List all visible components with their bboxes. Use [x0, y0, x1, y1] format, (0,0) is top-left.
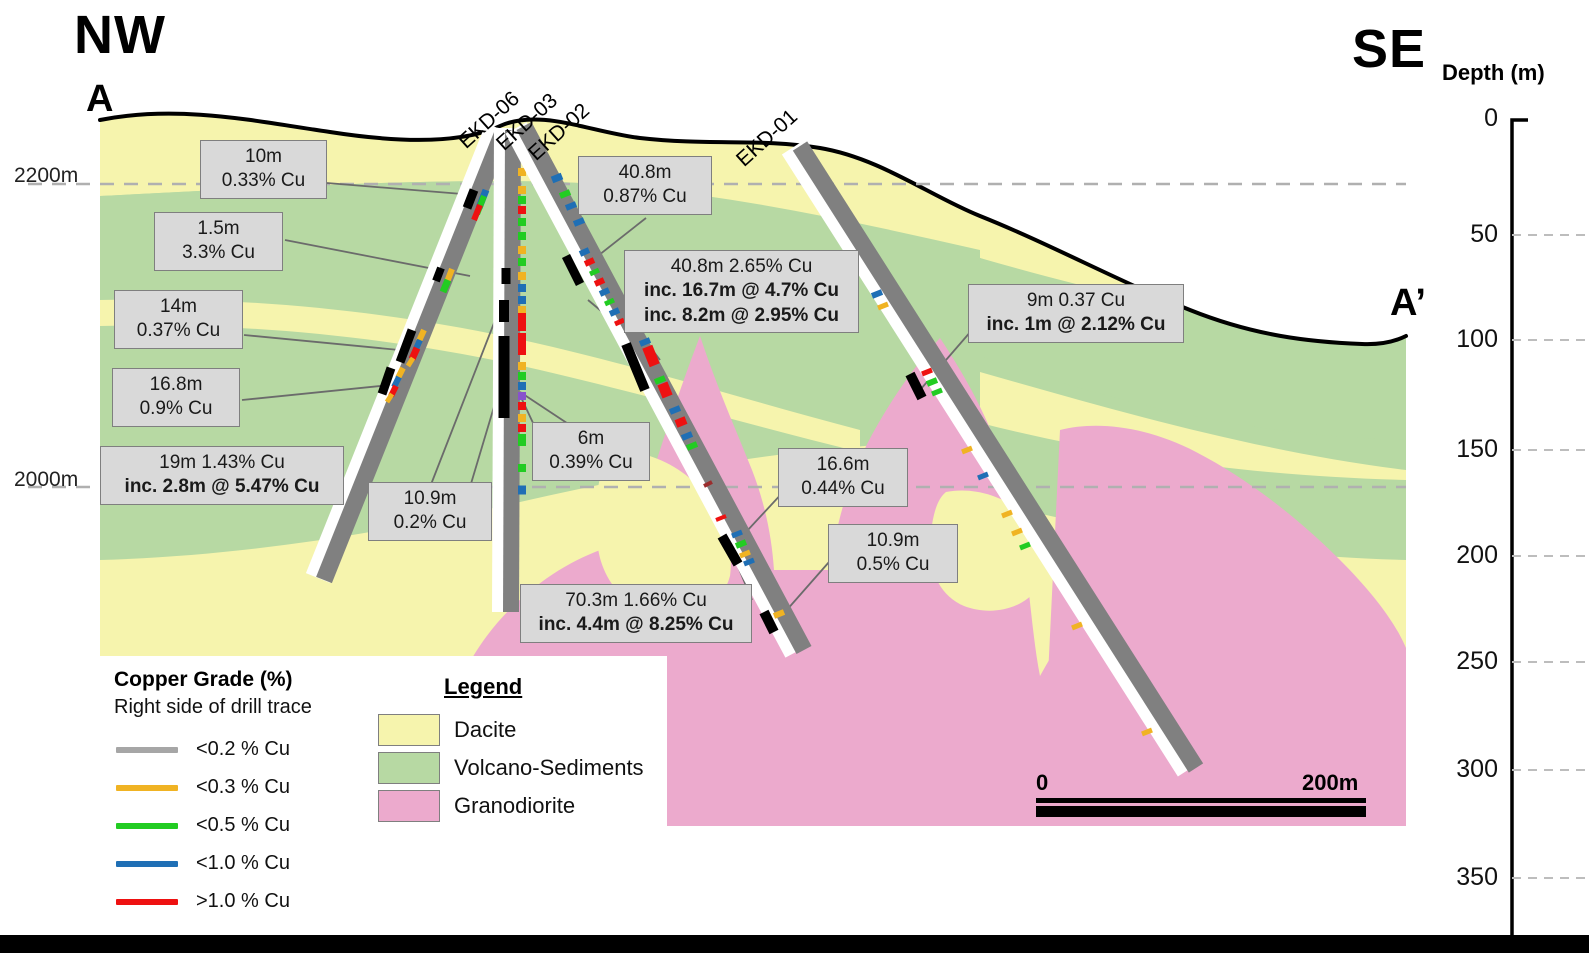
callout-40-8m-b-line2: inc. 16.7m @ 4.7% Cu — [644, 280, 839, 302]
callout-40-8m-b[interactable]: 40.8m 2.65% Cu inc. 16.7m @ 4.7% Cu inc.… — [624, 250, 859, 333]
callout-16-6m-line1: 16.6m — [816, 454, 870, 475]
callout-40-8m-a-line2: 0.87% Cu — [603, 186, 687, 208]
grade-label-gt10: >1.0 % Cu — [196, 890, 290, 912]
dacite-swatch-icon — [378, 714, 440, 746]
depth-tick-250: 250 — [1456, 647, 1498, 675]
callout-16-6m-line2: 0.44% Cu — [801, 478, 885, 500]
scale-bar-end-label: 200m — [1302, 770, 1359, 795]
callout-70-3m-line1: 70.3m 1.66% Cu — [565, 590, 707, 611]
callout-16-6m[interactable]: 16.6m 0.44% Cu — [778, 448, 908, 507]
volcano-sediments-swatch-icon — [378, 752, 440, 784]
grade-swatch-gt10-icon — [116, 898, 178, 905]
section-end-label: A’ — [1390, 282, 1426, 324]
callout-10m-line1: 10m — [245, 146, 282, 167]
callout-10m-line2: 0.33% Cu — [221, 170, 306, 192]
callout-14m-line1: 14m — [160, 296, 197, 317]
callout-1-5m-line2: 3.3% Cu — [182, 242, 255, 264]
grade-legend-row-0: <0.2 % Cu — [116, 738, 290, 761]
grade-label-lt03: <0.3 % Cu — [196, 776, 290, 798]
callout-10-9m-b-line1: 10.9m — [866, 530, 920, 551]
lithology-legend-row-dacite: Dacite — [378, 714, 516, 746]
lithology-label-dacite: Dacite — [454, 717, 517, 742]
depth-tick-50: 50 — [1470, 220, 1498, 248]
grade-label-lt02: <0.2 % Cu — [196, 738, 290, 760]
callout-9m-line1: 9m 0.37 Cu — [1026, 290, 1126, 311]
grade-legend-row-1: <0.3 % Cu — [116, 776, 290, 799]
elevation-label-2000: 2000m — [14, 468, 79, 491]
callout-10-9m-a[interactable]: 10.9m 0.2% Cu — [368, 482, 492, 541]
grade-swatch-lt02-icon — [116, 746, 178, 753]
callout-10m[interactable]: 10m 0.33% Cu — [200, 140, 327, 199]
grade-swatch-lt10-icon — [116, 860, 178, 867]
callout-6m-line1: 6m — [577, 428, 605, 449]
depth-tick-100: 100 — [1456, 325, 1498, 353]
callout-70-3m-line2: inc. 4.4m @ 8.25% Cu — [538, 614, 734, 636]
callout-19m-line1: 19m 1.43% Cu — [159, 452, 285, 473]
callout-40-8m-a-line1: 40.8m — [618, 162, 672, 183]
callout-19m[interactable]: 19m 1.43% Cu inc. 2.8m @ 5.47% Cu — [100, 446, 344, 505]
se-direction-label: SE — [1352, 19, 1427, 79]
grade-swatch-lt05-icon — [116, 822, 178, 829]
dacite-pocket-central — [595, 451, 731, 619]
grade-label-lt10: <1.0 % Cu — [196, 852, 290, 874]
grade-legend-title: Copper Grade (%) — [114, 668, 293, 691]
callout-1-5m[interactable]: 1.5m 3.3% Cu — [154, 212, 283, 271]
nw-direction-label: NW — [74, 5, 166, 65]
grade-legend-row-4: >1.0 % Cu — [116, 890, 290, 913]
section-start-label: A — [86, 78, 114, 120]
lithology-label-granodiorite: Granodiorite — [454, 793, 576, 818]
depth-tick-350: 350 — [1456, 863, 1498, 891]
grade-legend-row-2: <0.5 % Cu — [116, 814, 290, 837]
callout-9m[interactable]: 9m 0.37 Cu inc. 1m @ 2.12% Cu — [968, 284, 1184, 343]
depth-tick-300: 300 — [1456, 755, 1498, 783]
callout-40-8m-b-line3: inc. 8.2m @ 2.95% Cu — [644, 304, 839, 326]
callout-19m-line2: inc. 2.8m @ 5.47% Cu — [124, 476, 320, 498]
granodiorite-lobe-east — [1040, 425, 1406, 827]
callout-10-9m-b[interactable]: 10.9m 0.5% Cu — [828, 524, 958, 583]
scale-bar-body — [1036, 806, 1366, 817]
drill-hole-EKD-06[interactable] — [305, 123, 512, 584]
callout-14m-line2: 0.37% Cu — [136, 320, 221, 342]
callout-14m[interactable]: 14m 0.37% Cu — [114, 290, 243, 349]
callout-70-3m[interactable]: 70.3m 1.66% Cu inc. 4.4m @ 8.25% Cu — [520, 584, 752, 643]
callout-16-8m-line1: 16.8m — [149, 374, 203, 395]
grade-legend-row-3: <1.0 % Cu — [116, 852, 290, 875]
bottom-border-strip — [0, 935, 1589, 953]
scale-bar-start-label: 0 — [1036, 770, 1049, 795]
lithology-legend-title: Legend — [444, 674, 523, 699]
callout-6m[interactable]: 6m 0.39% Cu — [532, 422, 650, 481]
grade-legend-subtitle: Right side of drill trace — [114, 696, 312, 718]
depth-axis-title: Depth (m) — [1442, 60, 1545, 85]
callout-6m-line2: 0.39% Cu — [549, 452, 633, 474]
callout-40-8m-b-line1: 40.8m 2.65% Cu — [670, 256, 813, 277]
depth-axis-ticks — [1512, 234, 1589, 879]
callout-1-5m-line1: 1.5m — [197, 218, 240, 239]
callout-40-8m-a[interactable]: 40.8m 0.87% Cu — [578, 156, 712, 215]
lithology-legend-row-granodiorite: Granodiorite — [378, 790, 575, 822]
callout-10-9m-b-line2: 0.5% Cu — [856, 554, 930, 576]
grade-swatch-lt03-icon — [116, 784, 178, 791]
callout-16-8m-line2: 0.9% Cu — [139, 398, 213, 420]
callout-16-8m[interactable]: 16.8m 0.9% Cu — [112, 368, 240, 427]
depth-tick-150: 150 — [1456, 435, 1498, 463]
callout-9m-line2: inc. 1m @ 2.12% Cu — [986, 314, 1166, 336]
grade-label-lt05: <0.5 % Cu — [196, 814, 290, 836]
callout-10-9m-a-line2: 0.2% Cu — [393, 512, 467, 534]
depth-tick-200: 200 — [1456, 541, 1498, 569]
drill-hole-EKD-03[interactable] — [492, 127, 526, 613]
depth-tick-0: 0 — [1484, 104, 1498, 132]
scale-bar-top-rule — [1036, 798, 1366, 803]
lithology-label-volcano-sediments: Volcano-Sediments — [454, 755, 644, 780]
elevation-label-2200: 2200m — [14, 164, 79, 187]
drill-hole-EKD-02[interactable] — [505, 121, 812, 658]
depth-axis-bracket — [1510, 118, 1528, 944]
lithology-legend-row-volcano-sediments: Volcano-Sediments — [378, 752, 644, 784]
callout-10-9m-a-line1: 10.9m — [403, 488, 457, 509]
granodiorite-swatch-icon — [378, 790, 440, 822]
